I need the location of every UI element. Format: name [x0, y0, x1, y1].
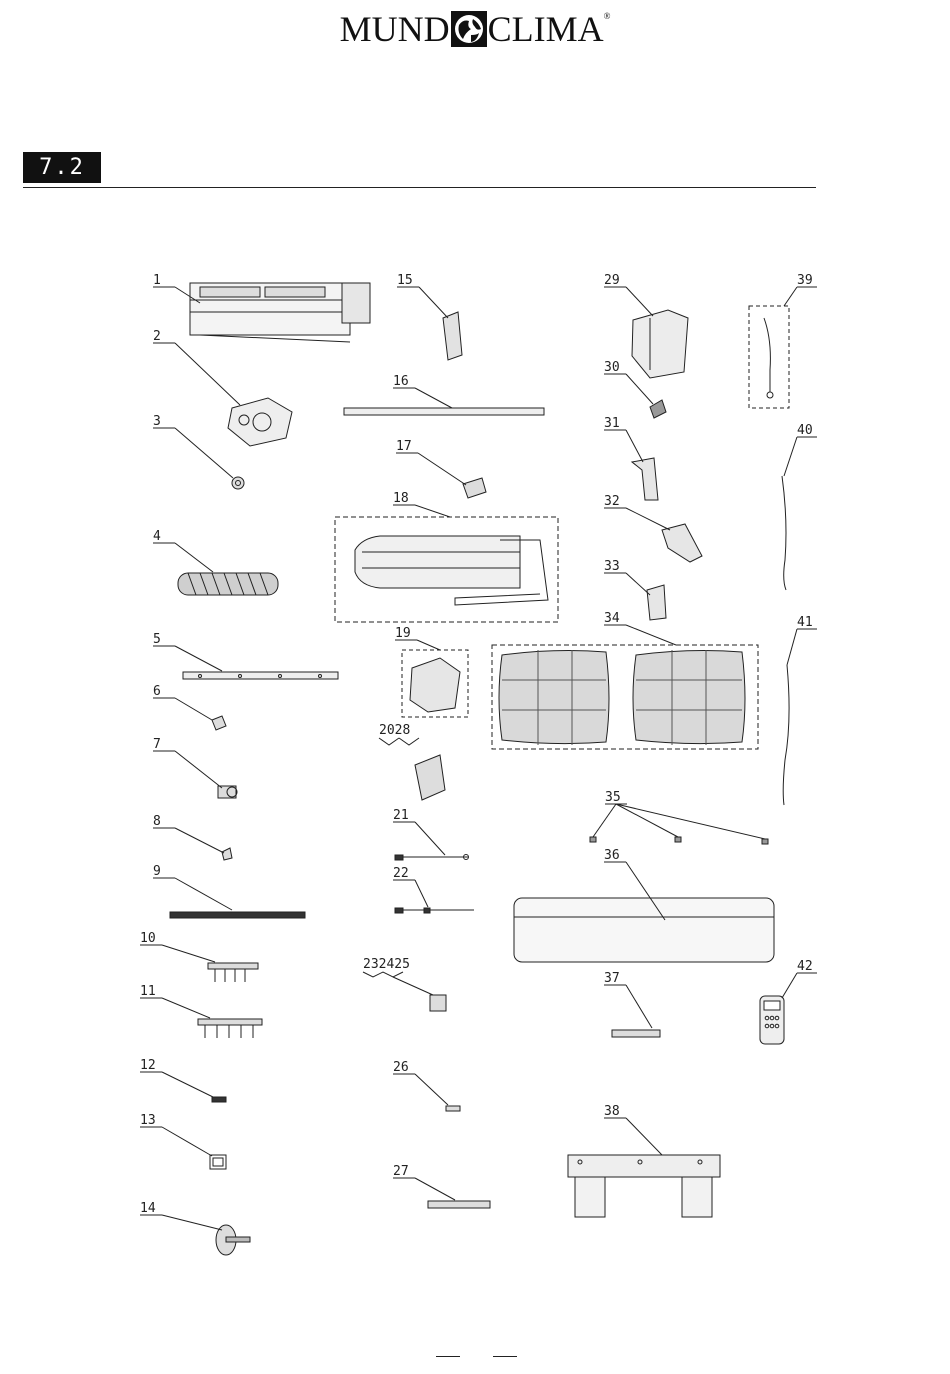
- callout-34: 34: [604, 611, 620, 626]
- callout-14: 14: [140, 1201, 156, 1216]
- callout-1: 1: [153, 273, 161, 288]
- footer-mark-right: [493, 1356, 517, 1357]
- footer-mark-left: [436, 1356, 460, 1357]
- callout-7: 7: [153, 737, 161, 752]
- callout-30: 30: [604, 360, 620, 375]
- part-37-display-window: [604, 985, 660, 1037]
- part-31-cover: [604, 430, 658, 500]
- part-18-evaporator-assembly: [335, 505, 558, 622]
- callout-4: 4: [153, 529, 161, 544]
- callout-10: 10: [140, 931, 156, 946]
- part-13-clamp: [140, 1127, 226, 1169]
- part-1-chassis: [153, 283, 370, 342]
- callout-12: 12: [140, 1058, 156, 1073]
- callout-39: 39: [797, 273, 813, 288]
- callout-42: 42: [797, 959, 813, 974]
- callout-37: 37: [604, 971, 620, 986]
- callout-38: 38: [604, 1104, 620, 1119]
- part-17-sensor-holder: [396, 453, 486, 498]
- part-12-crank: [140, 1072, 226, 1102]
- callout-6: 6: [153, 684, 161, 699]
- callout-22: 22: [393, 866, 409, 881]
- callout-29: 29: [604, 273, 620, 288]
- callout-8: 8: [153, 814, 161, 829]
- part-22-pipe-sensor: [393, 880, 474, 913]
- part-34-air-filters: [492, 625, 758, 749]
- part-30-terminal-block: [604, 374, 666, 418]
- callout-2: 2: [153, 329, 161, 344]
- callout-16: 16: [393, 374, 409, 389]
- part-26-fuse: [393, 1074, 460, 1111]
- callout-26: 26: [393, 1060, 409, 1075]
- part-19-electric-box: [395, 640, 468, 717]
- part-42-remote-control: [760, 973, 817, 1044]
- callout-32: 32: [604, 494, 620, 509]
- part-7-stepping-motor: [153, 751, 237, 798]
- part-21-room-sensor: [393, 822, 469, 860]
- callout-27: 27: [393, 1164, 409, 1179]
- callout-17: 17: [396, 439, 412, 454]
- part-9-louver: [153, 878, 305, 918]
- callout-36: 36: [604, 848, 620, 863]
- callout-5: 5: [153, 632, 161, 647]
- callout-15: 15: [397, 273, 413, 288]
- part-3-bearing: [153, 428, 244, 489]
- part-35-screws: [590, 804, 768, 844]
- part-32-wire-cover: [604, 508, 702, 562]
- part-39-pipe: [749, 287, 817, 408]
- part-38-installation-plate: [568, 1118, 720, 1217]
- callout-9: 9: [153, 864, 161, 879]
- callout-31: 31: [604, 416, 620, 431]
- callout-40: 40: [797, 423, 813, 438]
- callout-21: 21: [393, 808, 409, 823]
- part-23-24-25-transformer: [363, 972, 446, 1011]
- callout-33: 33: [604, 559, 620, 574]
- callout-20-28: 2028: [379, 723, 410, 738]
- part-8-connector: [153, 828, 232, 860]
- callout-13: 13: [140, 1113, 156, 1128]
- part-41-wire: [783, 629, 817, 805]
- callout-35: 35: [605, 790, 621, 805]
- callout-3: 3: [153, 414, 161, 429]
- callout-18: 18: [393, 491, 409, 506]
- part-6-clip: [153, 698, 226, 730]
- part-4-cross-flow-fan: [153, 543, 278, 595]
- part-10-vertical-louver: [140, 945, 258, 982]
- callout-11: 11: [140, 984, 156, 999]
- part-16-rod: [344, 388, 544, 415]
- part-14-fan-motor: [140, 1215, 250, 1255]
- part-2-motor-bracket: [153, 343, 292, 446]
- callout-23-24-25: 232425: [363, 957, 410, 972]
- part-15-bracket: [397, 287, 462, 360]
- part-36-front-panel: [514, 862, 774, 962]
- part-40-wire: [782, 437, 817, 590]
- part-11-vertical-louver: [140, 998, 262, 1038]
- callout-41: 41: [797, 615, 813, 630]
- callout-19: 19: [395, 626, 411, 641]
- part-27-display-board: [393, 1178, 490, 1208]
- part-5-support-bar: [153, 646, 338, 679]
- part-20-28-cover: [379, 738, 445, 800]
